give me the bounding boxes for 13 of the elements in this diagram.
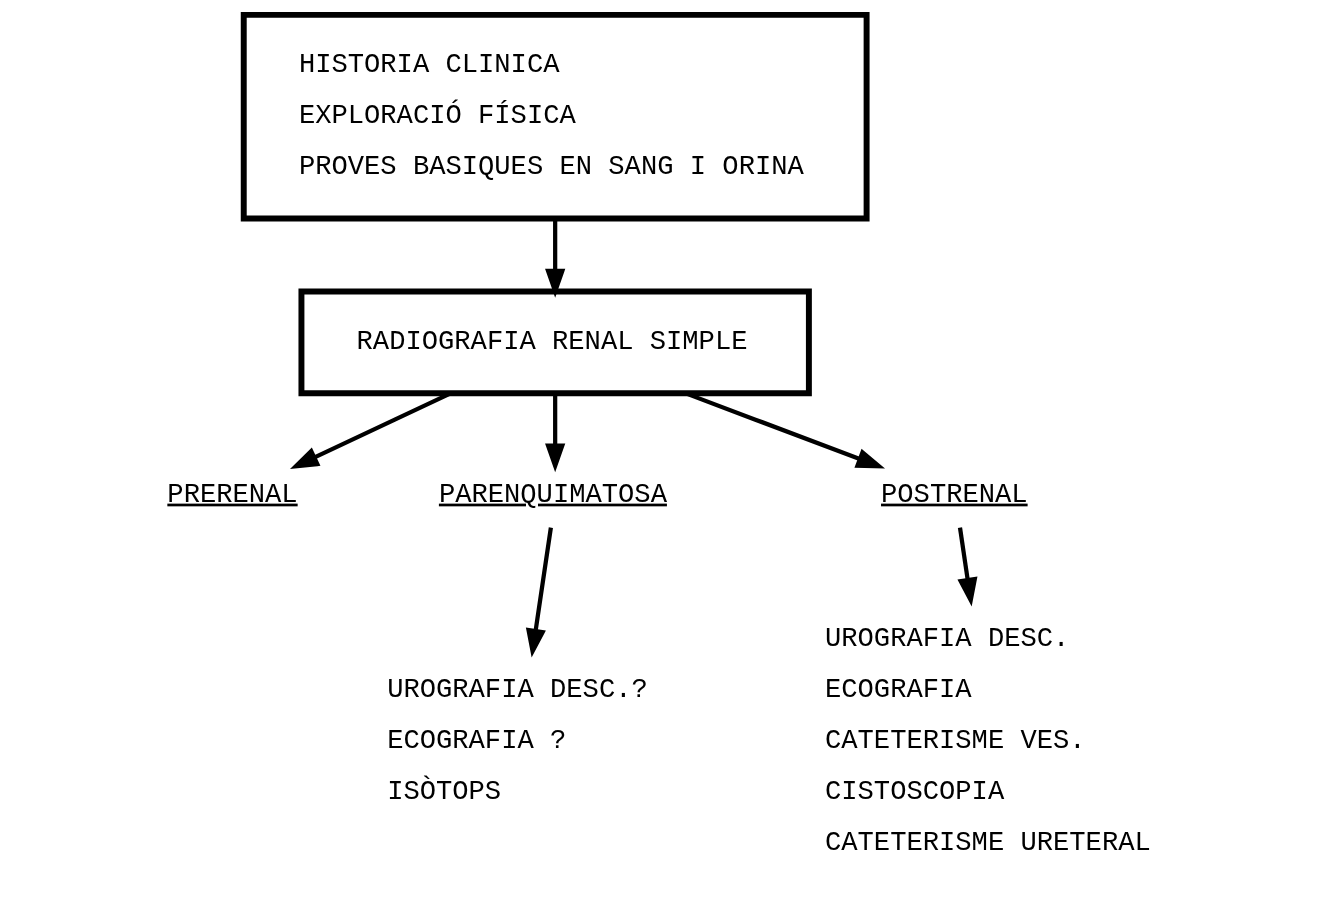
arrow bbox=[545, 219, 566, 298]
arrow bbox=[525, 527, 553, 658]
node-text: UROGRAFIA DESC.? ECOGRAFIA ? ISÒTOPS bbox=[387, 673, 648, 807]
arrow bbox=[290, 391, 452, 469]
node-box: HISTORIA CLINICA EXPLORACIÓ FÍSICA PROVES BASIQUES EN SANG I ORINA bbox=[240, 11, 870, 222]
arrow bbox=[685, 391, 886, 469]
node-text: UROGRAFIA DESC. ECOGRAFIA CATETERISME VES. CISTOSCOPIA CATETERISME URETERAL bbox=[825, 622, 1151, 858]
arrow bbox=[545, 393, 566, 473]
arrow bbox=[957, 527, 978, 607]
node-box: RADIOGRAFIA RENAL SIMPLE bbox=[298, 288, 812, 397]
node-text: POSTRENAL bbox=[881, 478, 1028, 510]
node-text: PRERENAL bbox=[167, 478, 298, 510]
node-text: PARENQUIMATOSA bbox=[438, 478, 667, 510]
